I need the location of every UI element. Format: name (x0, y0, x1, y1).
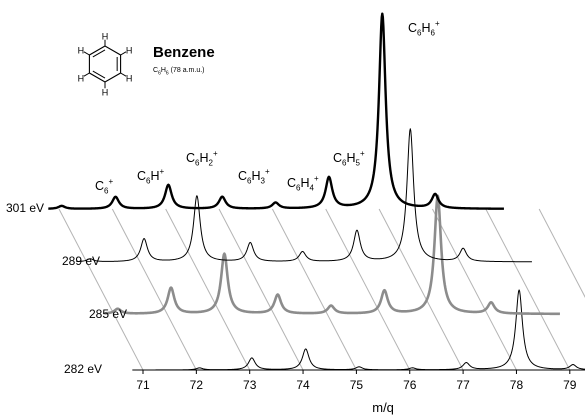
spectrum-line (103, 194, 561, 316)
double-bond (92, 49, 106, 58)
x-tick-label: 71 (136, 378, 150, 392)
ch-bond (83, 51, 90, 56)
grid-line-74 (218, 208, 304, 371)
grid-lines (58, 208, 585, 371)
x-tick-label: 78 (510, 378, 524, 392)
ion-label: C6H6+ (408, 19, 440, 38)
grid-line-78 (432, 208, 517, 371)
series-energy-label: 285 eV (89, 307, 128, 321)
series-energy-label: 289 eV (62, 254, 101, 268)
grid-line-72 (111, 208, 197, 371)
spectra (47, 12, 585, 371)
x-tick-label: 72 (190, 378, 204, 392)
hydrogen-atom: H (78, 46, 85, 56)
ion-label: C6H3+ (238, 167, 270, 186)
x-axis: 71727374757677787980m/q (133, 369, 585, 415)
grid-line-73 (165, 208, 251, 371)
benzene-ring (88, 45, 122, 83)
double-bond (92, 70, 106, 79)
hydrogen-atom: H (102, 32, 109, 42)
series-energy-label: 282 eV (64, 362, 103, 376)
grid-line-71 (58, 208, 144, 371)
grid-line-77 (378, 208, 464, 371)
grid-line-79 (485, 208, 571, 371)
ion-label: C6+ (95, 177, 114, 196)
x-tick-label: 73 (243, 378, 257, 392)
x-tick-label: 74 (296, 378, 310, 392)
hydrogen-atom: H (126, 73, 133, 83)
x-tick-label: 75 (350, 378, 364, 392)
ch-bond (120, 51, 127, 56)
benzene-structure-icon: H H H H H H (78, 32, 133, 98)
spectrum-line (47, 12, 505, 210)
spectrum-line (76, 128, 532, 263)
series-energy-label: 301 eV (6, 201, 45, 215)
grid-line-76 (325, 208, 411, 371)
grid-line-80 (538, 208, 585, 298)
ion-label: C6H5+ (333, 149, 365, 168)
grid-line-75 (271, 208, 357, 371)
ch-bond (120, 72, 127, 77)
molecule-formula: C6H6 (78 a.m.u.) (153, 67, 205, 77)
molecule-name: Benzene (153, 44, 215, 61)
ion-label: C6H2+ (186, 149, 218, 168)
hydrogen-atom: H (126, 46, 133, 56)
ch-bond (83, 72, 90, 77)
ion-label: C6H4+ (287, 174, 319, 193)
x-tick-label: 76 (403, 378, 417, 392)
x-tick-label: 79 (563, 378, 577, 392)
x-axis-label: m/q (372, 400, 394, 415)
x-tick-label: 77 (456, 378, 470, 392)
hydrogen-atom: H (102, 87, 109, 97)
hydrogen-atom: H (78, 73, 85, 83)
ion-label: C6H+ (137, 167, 165, 186)
spectrum-line (132, 289, 585, 371)
